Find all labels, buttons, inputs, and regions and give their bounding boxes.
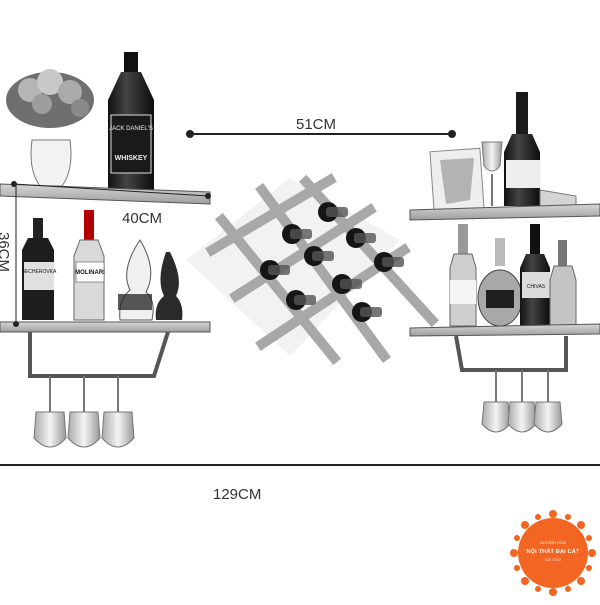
becherovka-label: BECHEROVKA [22,269,57,275]
whiskey-label-bottom: WHISKEY [115,155,148,162]
left-shelf-unit: JACK DANIEL'S WHISKEY BECHEROVKA MOLINAR… [0,52,211,448]
right-bottom-shelf [409,323,600,337]
right-glass-holder [454,335,568,372]
logo-top-text: DƯƠNG HOÀ [540,540,566,545]
brand-logo-text: DƯƠNG HOÀ NỘI THẤT ĐẠI CÁT NỘI THẤT [516,516,590,590]
chivas-label: CHIVAS [527,284,546,290]
left-wine-glasses [33,376,135,448]
brand-logo [510,510,596,596]
logo-main-text: NỘI THẤT ĐẠI CÁT [526,549,580,555]
right-shelf-unit: CHIVAS [409,92,600,433]
molinari-label: MOLINARI [75,270,105,276]
shelf-width-label: 40CM [122,210,163,227]
right-lower-bottles: CHIVAS [449,224,577,327]
left-bottom-shelf [0,321,211,333]
whiskey-bottle: JACK DANIEL'S WHISKEY [108,52,154,190]
right-top-shelf [409,203,600,221]
left-top-shelf [0,183,211,205]
whiskey-label-top: JACK DANIEL'S [109,126,153,132]
total-width-label: 129CM [213,486,262,503]
logo-sub-text: NỘI THẤT [544,558,562,562]
right-wine-glasses [481,370,563,433]
flower-vase [6,69,94,187]
rack-width-label: 51CM [296,116,337,133]
left-glass-holder [28,331,170,378]
left-lower-bottles: BECHEROVKA MOLINARI [22,210,183,321]
dimension-lines [0,130,600,466]
diamond-wine-rack [186,173,440,366]
height-label: 36CM [0,232,12,273]
